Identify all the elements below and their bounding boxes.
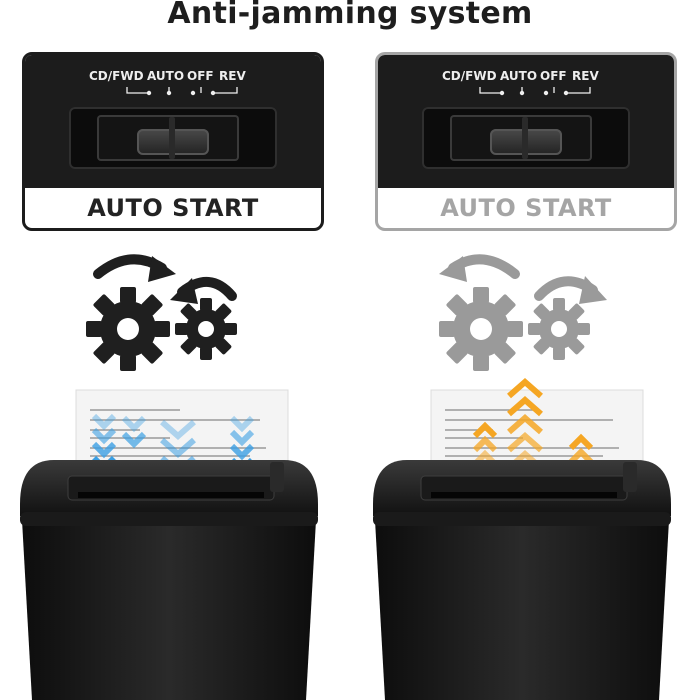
mode-label-rev: REV (572, 69, 599, 83)
mode-label-cdfwd: CD/FWD (89, 69, 144, 83)
mode-label-cdfwd: CD/FWD (442, 69, 497, 83)
switch-divider (169, 117, 175, 159)
mode-label-auto: AUTO (147, 69, 185, 83)
mode-label-auto: AUTO (500, 69, 538, 83)
scene-reverse-anti-jam (373, 246, 673, 700)
gears-icon (528, 298, 590, 360)
switch-panel-auto-inactive: CD/FWD AUTO OFF REV AUTO START (375, 52, 677, 231)
mode-label-off: OFF (540, 69, 567, 83)
switch-panel-auto-active: CD/FWD AUTO OFF REV AUTO START (22, 52, 324, 231)
curved-arrow-icon (93, 254, 237, 301)
curved-arrow-icon (579, 276, 607, 304)
switch-divider (522, 117, 528, 159)
auto-start-label: AUTO START (440, 194, 612, 222)
mode-label-rev: REV (219, 69, 246, 83)
curved-arrow-icon (170, 278, 198, 304)
slide-switch[interactable] (422, 107, 630, 169)
gears-icon (175, 298, 237, 360)
switch-track (450, 115, 592, 161)
curved-arrow-icon (148, 256, 176, 282)
scene-forward-shredding (20, 246, 320, 700)
paper-shredder-icon (20, 460, 318, 700)
switch-panel-top: CD/FWD AUTO OFF REV (378, 55, 674, 188)
mode-label-off: OFF (187, 69, 214, 83)
mode-indicator-lines (126, 87, 238, 96)
slide-switch[interactable] (69, 107, 277, 169)
gears-icon (86, 287, 170, 371)
page-title: Anti-jamming system (167, 0, 533, 31)
mode-labels: CD/FWD AUTO OFF REV (89, 69, 259, 99)
mode-labels: CD/FWD AUTO OFF REV (442, 69, 612, 99)
curved-arrow-icon (439, 256, 467, 282)
gears-icon (439, 287, 523, 371)
auto-start-label: AUTO START (87, 194, 259, 222)
paper-shredder-icon (373, 460, 671, 700)
switch-track (97, 115, 239, 161)
switch-panel-top: CD/FWD AUTO OFF REV (25, 55, 321, 188)
mode-indicator-lines (479, 87, 591, 96)
